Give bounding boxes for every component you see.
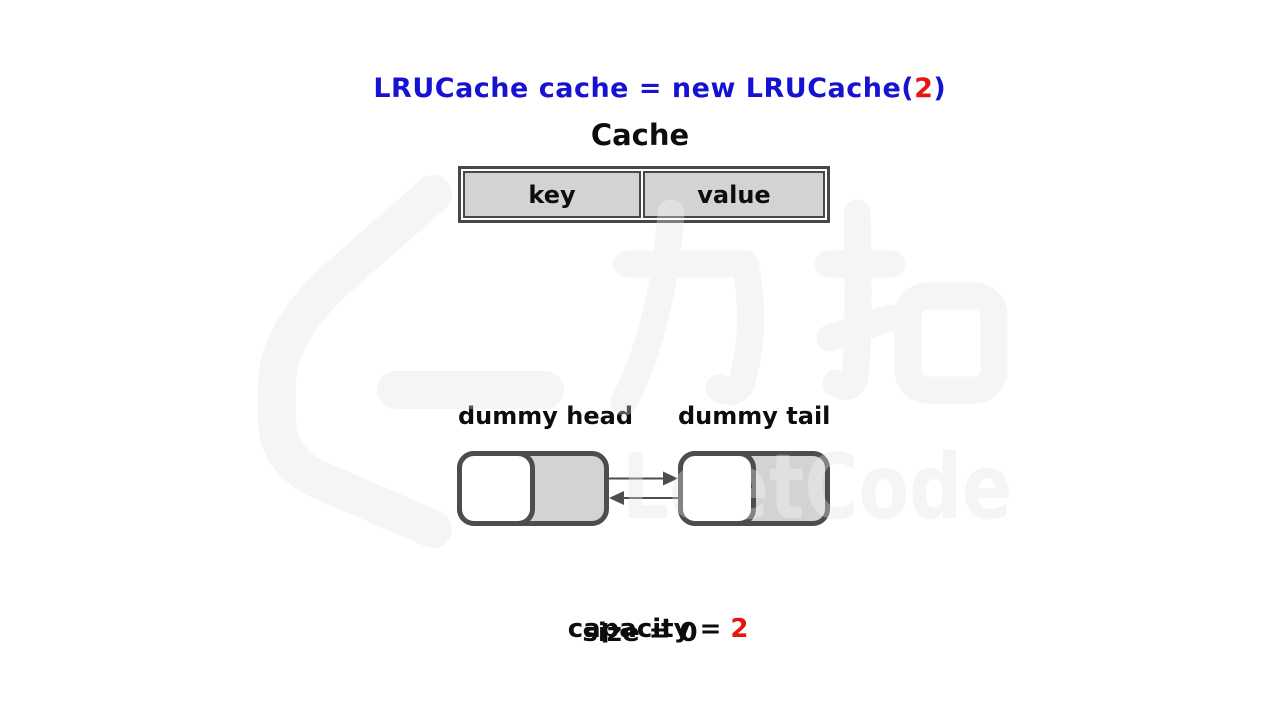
capacity-label: capacity = <box>567 614 731 644</box>
tail-node-key-cell <box>678 451 756 526</box>
capacity-value: 2 <box>730 614 749 644</box>
dummy-tail-node <box>678 451 830 526</box>
value-header-cell: value <box>643 171 825 218</box>
size-text: size = 0 <box>582 618 698 648</box>
cache-table: key value <box>458 166 830 223</box>
code-suffix: ) <box>933 73 947 104</box>
code-statement: LRUCache cache = new LRUCache(2) <box>0 42 1280 135</box>
dummy-tail-label: dummy tail <box>678 402 831 430</box>
code-capacity-arg: 2 <box>914 73 934 104</box>
pointer-arrows <box>609 471 678 505</box>
cache-title: Cache <box>590 118 690 152</box>
capacity-text: capacity = 2 <box>0 584 1280 674</box>
prev-pointer-arrow <box>609 491 678 505</box>
code-prefix: LRUCache cache = new LRUCache( <box>373 73 915 104</box>
dummy-head-label: dummy head <box>458 402 634 430</box>
key-header-cell: key <box>463 171 641 218</box>
head-node-key-cell <box>457 451 535 526</box>
dummy-head-node <box>457 451 609 526</box>
likou-characters <box>610 199 1008 416</box>
next-pointer-arrow <box>609 471 678 486</box>
